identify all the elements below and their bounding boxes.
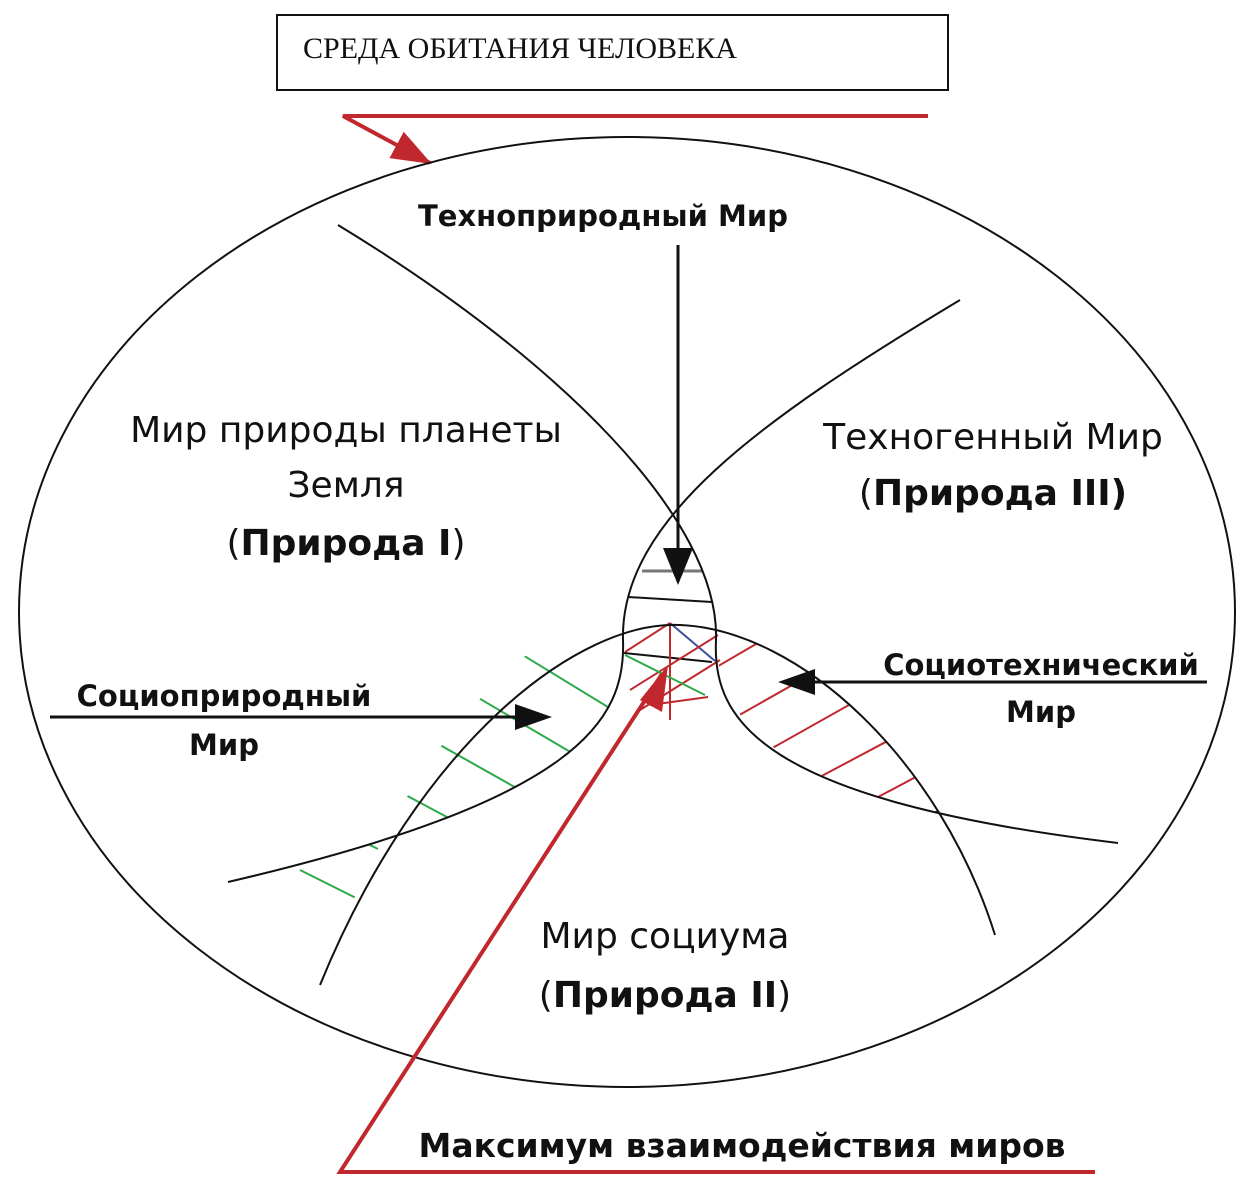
nature-label-line3: (Природа I) [226,523,465,564]
nature-boundary-curve [337,224,1119,844]
techno-label-line2: (Природа III) [859,473,1127,514]
technonatural-label: Техноприродный Мир [418,199,788,233]
nature-label-line2: Земля [287,465,404,506]
title-pointer-arrow [342,114,928,165]
society-label-line2: (Природа II) [539,975,791,1016]
nature-label-line1: Мир природы планеты [130,410,562,451]
socionatural-label-line2: Мир [189,728,259,762]
maximum-interaction-arrow [336,672,1095,1174]
technonatural-arrowhead [663,548,693,585]
techno-label-line1: Техногенный Мир [822,417,1163,458]
sociotech-label-line1: Социотехнический [883,648,1199,682]
socionatural-arrowhead [515,704,552,730]
title-box [276,14,949,91]
maximum-interaction-arrowhead [640,665,668,712]
sociotech-label-line2: Мир [1006,695,1076,729]
socionatural-label-line1: Социоприродный [77,679,372,713]
maximum-interaction-label: Максимум взаимодействия миров [418,1126,1065,1165]
environment-ellipse [18,136,1236,1088]
techno-boundary-curve [227,299,961,883]
title-text: СРЕДА ОБИТАНИЯ ЧЕЛОВЕКА [303,32,737,65]
sociotechnical-arrowhead [778,669,815,695]
society-label-line1: Мир социума [541,916,790,957]
society-boundary-curve [319,623,996,986]
lens-hatching [623,569,721,720]
